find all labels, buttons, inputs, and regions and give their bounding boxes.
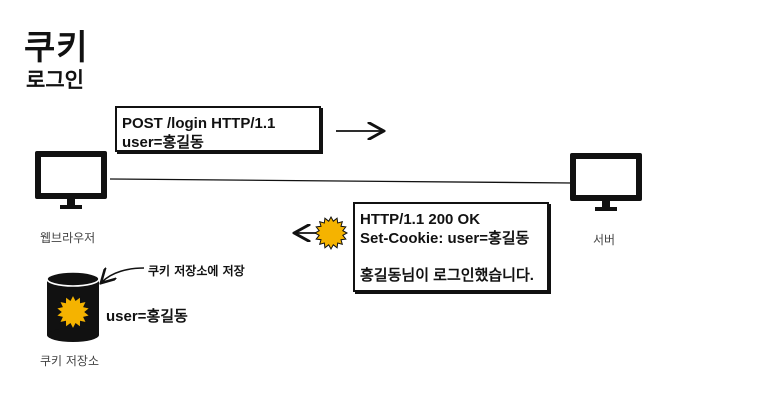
server-monitor-icon bbox=[570, 153, 642, 211]
page-subtitle: 로그인 bbox=[26, 68, 84, 92]
cookie-store-label: 쿠키 저장소 bbox=[40, 354, 100, 368]
cookie-store-value: user=홍길동 bbox=[106, 308, 188, 325]
response-body-line: 홍길동님이 로그인했습니다. bbox=[360, 267, 534, 284]
server-label: 서버 bbox=[593, 233, 616, 247]
cookie-burst-icon bbox=[313, 215, 349, 251]
cookie-store-cylinder-icon bbox=[46, 271, 100, 342]
request-line-1: POST /login HTTP/1.1 bbox=[122, 115, 276, 132]
cookie-store-note: 쿠키 저장소에 저장 bbox=[148, 264, 245, 278]
request-line-2: user=홍길동 bbox=[122, 134, 204, 151]
store-note-arrow bbox=[102, 267, 145, 282]
browser-label: 웹브라우저 bbox=[40, 231, 96, 245]
response-set-cookie-line: Set-Cookie: user=홍길동 bbox=[360, 230, 530, 247]
request-message-box: POST /login HTTP/1.1 user=홍길동 bbox=[115, 106, 321, 152]
response-message-box: HTTP/1.1 200 OK Set-Cookie: user=홍길동 홍길동… bbox=[353, 202, 549, 292]
response-status-line: HTTP/1.1 200 OK bbox=[360, 211, 481, 228]
browser-monitor-icon bbox=[35, 151, 107, 209]
connection-line bbox=[109, 178, 573, 184]
page-title: 쿠키 bbox=[24, 28, 89, 68]
